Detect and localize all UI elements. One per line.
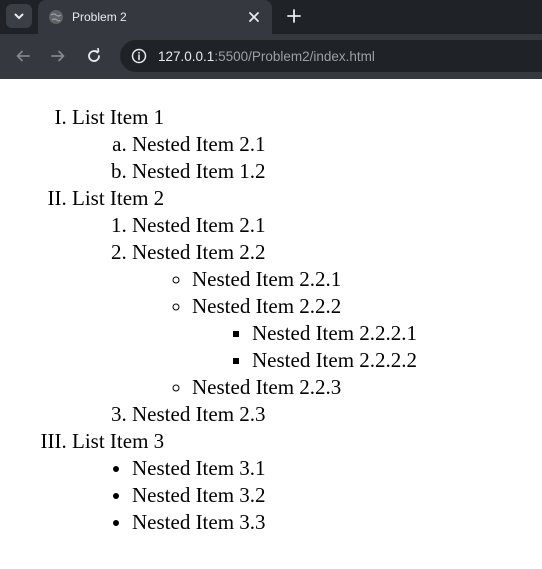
url-path: :5500/Problem2/index.html xyxy=(214,48,375,64)
list-item: Nested Item 3.2 xyxy=(132,482,542,509)
list-item-label: Nested Item 2.2.2 xyxy=(192,294,342,318)
list-item-label: List Item 3 xyxy=(72,429,165,453)
tab-strip: Problem 2 xyxy=(0,0,542,34)
back-button[interactable] xyxy=(12,45,34,67)
list-item: Nested Item 2.2.2 Nested Item 2.2.2.1 Ne… xyxy=(192,293,542,374)
tab-search-button[interactable] xyxy=(6,4,32,28)
list-item: Nested Item 3.3 xyxy=(132,509,542,536)
arrow-left-icon xyxy=(16,50,30,62)
new-tab-button[interactable] xyxy=(283,5,305,27)
forward-button[interactable] xyxy=(47,45,69,67)
nested-list: Nested Item 2.1 Nested Item 1.2 xyxy=(72,131,542,185)
tab-title: Problem 2 xyxy=(72,10,127,24)
list-item-label: List Item 1 xyxy=(72,105,165,129)
list-item: Nested Item 2.1 xyxy=(132,131,542,158)
site-info-icon[interactable] xyxy=(130,47,148,65)
chevron-down-icon xyxy=(14,13,24,20)
nested-list: Nested Item 2.2.2.1 Nested Item 2.2.2.2 xyxy=(192,320,542,374)
reload-button[interactable] xyxy=(83,45,105,67)
reload-icon xyxy=(88,48,100,62)
nested-list: Nested Item 2.2.1 Nested Item 2.2.2 Nest… xyxy=(132,266,542,401)
arrow-right-icon xyxy=(51,50,65,62)
list-item-2: List Item 2 Nested Item 2.1 Nested Item … xyxy=(72,185,542,428)
list-item-3: List Item 3 Nested Item 3.1 Nested Item … xyxy=(72,428,542,536)
close-tab-icon[interactable] xyxy=(246,9,262,25)
browser-tab[interactable]: Problem 2 xyxy=(38,0,272,34)
list-item: Nested Item 2.2.1 xyxy=(192,266,542,293)
list-item: Nested Item 2.2 Nested Item 2.2.1 Nested… xyxy=(132,239,542,401)
url-text: 127.0.0.1:5500/Problem2/index.html xyxy=(158,49,375,64)
list-item: Nested Item 2.2.3 xyxy=(192,374,542,401)
url-host: 127.0.0.1 xyxy=(158,48,215,64)
nested-list: Nested Item 2.1 Nested Item 2.2 Nested I… xyxy=(72,212,542,428)
list-item-label: Nested Item 2.2 xyxy=(132,240,266,264)
list-item: Nested Item 2.2.2.2 xyxy=(252,347,542,374)
list-item: Nested Item 1.2 xyxy=(132,158,542,185)
plus-icon xyxy=(287,9,301,23)
list-item: Nested Item 2.3 xyxy=(132,401,542,428)
list-item: Nested Item 2.2.2.1 xyxy=(252,320,542,347)
address-bar[interactable]: 127.0.0.1:5500/Problem2/index.html xyxy=(120,40,542,72)
list-item: Nested Item 2.1 xyxy=(132,212,542,239)
list-item-label: List Item 2 xyxy=(72,186,165,210)
list-item: Nested Item 3.1 xyxy=(132,455,542,482)
main-list: List Item 1 Nested Item 2.1 Nested Item … xyxy=(0,104,542,536)
page-content: List Item 1 Nested Item 2.1 Nested Item … xyxy=(0,104,542,536)
globe-icon xyxy=(48,9,64,25)
nested-list: Nested Item 3.1 Nested Item 3.2 Nested I… xyxy=(72,455,542,536)
list-item-1: List Item 1 Nested Item 2.1 Nested Item … xyxy=(72,104,542,185)
browser-toolbar: 127.0.0.1:5500/Problem2/index.html xyxy=(0,34,542,79)
